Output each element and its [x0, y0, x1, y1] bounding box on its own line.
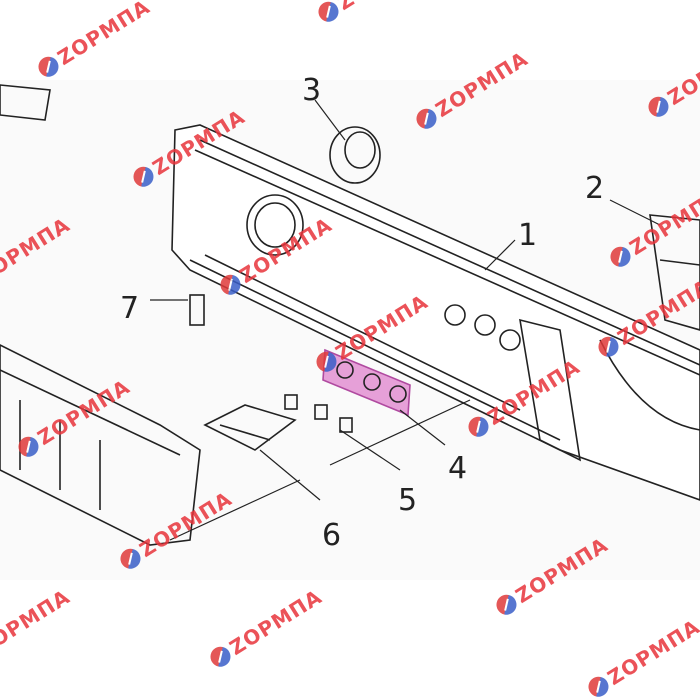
callout-5: 5	[398, 483, 417, 518]
callout-1: 1	[518, 218, 537, 253]
callout-3: 3	[302, 73, 321, 108]
left-housing	[0, 84, 201, 546]
door-lock	[203, 404, 297, 451]
buttons	[284, 394, 353, 433]
control-panel	[171, 124, 700, 501]
selector-knob	[329, 126, 381, 184]
clip	[189, 294, 205, 326]
right-bracket	[649, 214, 700, 331]
callout-2: 2	[585, 171, 604, 206]
callout-6: 6	[322, 518, 341, 553]
callout-7: 7	[120, 291, 139, 326]
callout-4: 4	[448, 451, 467, 486]
leader-lines	[150, 99, 661, 541]
